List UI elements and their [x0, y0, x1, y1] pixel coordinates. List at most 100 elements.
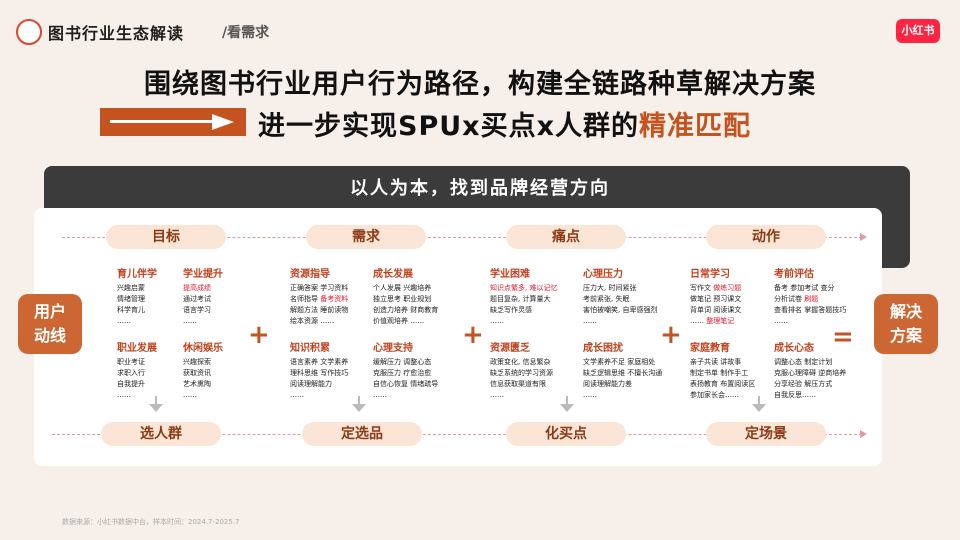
stage-goal: 目标	[106, 225, 226, 249]
header-ring-icon	[16, 19, 42, 45]
group-title: 心理压力	[583, 269, 623, 280]
stage-scene: 定场景	[706, 422, 826, 446]
group-title: 知识积累	[290, 343, 330, 354]
group-line: 写作文 做练习题	[690, 284, 742, 292]
group-line: ……	[373, 391, 387, 399]
group-line: 表扬教育 布置阅读区	[690, 380, 756, 388]
group-line: 阅读理解能力	[290, 380, 332, 388]
group-line: 克服压力 疗愈治愈	[373, 369, 432, 377]
group-line: 独立思考 职业规划	[373, 295, 432, 303]
group-resource-guide: 资源指导正确答案 学习资料名师指导 备考资料解题方法 睡前读物绘本资源 ……	[290, 268, 348, 327]
group-exam-eval: 考前评估备考 参加考试 查分分析试卷 刷题查看排名 掌握答题技巧……	[774, 268, 846, 327]
arrow-banner-icon	[100, 108, 246, 136]
group-line: 缺乏写作灵感	[490, 306, 532, 314]
group-line: 分享经验 解压方式	[774, 380, 833, 388]
group-parenting: 育儿伴学兴趣启蒙情绪管理科学育儿……	[117, 268, 157, 327]
group-resource-lack: 资源匮乏政策变化, 信息繁杂缺乏系统的学习资源信息获取渠道有限 ……	[490, 342, 553, 401]
top-flow-arrow-icon	[860, 233, 867, 241]
group-line: ……	[583, 317, 597, 325]
group-leisure: 休闲娱乐兴趣探索获取资讯艺术熏陶……	[183, 342, 223, 401]
group-line: 查看排名 掌握答题技巧	[774, 306, 847, 314]
group-title: 家庭教育	[690, 343, 730, 354]
group-title: 成长发展	[373, 269, 413, 280]
group-line: 创造力培养 财商教育	[373, 306, 439, 314]
group-line: ……	[117, 391, 131, 399]
group-line: 理科思维 写作技巧	[290, 369, 349, 377]
group-line: ……	[183, 391, 197, 399]
equals-icon: =	[832, 322, 854, 352]
group-line: ……	[774, 317, 788, 325]
group-line: 名师指导 备考资料	[290, 295, 349, 303]
group-line: 缓解压力 调整心态	[373, 358, 432, 366]
group-line: 信息获取渠道有限	[490, 380, 546, 388]
bottom-flow-arrow-icon	[860, 430, 867, 438]
group-line: 背单词 阅读课文	[690, 306, 742, 314]
group-line: ……	[583, 391, 597, 399]
panel-title: 以人为本，找到品牌经营方向	[350, 178, 610, 199]
down-arrow-icon	[352, 396, 366, 412]
plus-icon-2: +	[462, 320, 484, 350]
group-line: 语言素养 文学素养	[290, 358, 349, 366]
group-line: 提高成绩	[183, 284, 211, 292]
group-line: 个人发展 兴趣培养	[373, 284, 432, 292]
stage-select-product: 定选品	[302, 422, 422, 446]
group-line: 压力大, 时间紧张	[583, 284, 637, 292]
group-line: ……	[183, 317, 197, 325]
group-line: 知识点繁多, 难以记忆	[490, 284, 558, 292]
group-line: …… 整理笔记	[690, 317, 735, 325]
header-subtitle: /看需求	[222, 25, 270, 41]
stage-select-crowd: 选人群	[101, 422, 221, 446]
group-family-edu: 家庭教育亲子共读 讲故事制定书单 制作手工表扬教育 布置阅读区参加家长会……	[690, 342, 755, 401]
plus-icon-1: +	[248, 320, 270, 350]
bottom-flow-line	[52, 434, 862, 435]
group-line: 缺乏逻辑思维 不擅长沟通	[583, 369, 663, 377]
group-line: 害怕被嘲笑, 自卑感强烈	[583, 306, 658, 314]
group-line: 题目复杂, 计算量大	[490, 295, 551, 303]
group-title: 考前评估	[774, 269, 814, 280]
group-line: 价值观培养 ……	[373, 317, 425, 325]
group-line: ……	[117, 317, 131, 325]
headline-line2-highlight: 精准匹配	[639, 111, 751, 142]
group-line: 正确答案 学习资料	[290, 284, 349, 292]
group-title: 资源指导	[290, 269, 330, 280]
group-growth-trouble: 成长困扰文学素养不足 家庭相处缺乏逻辑思维 不擅长沟通阅读理解能力差……	[583, 342, 662, 401]
group-title: 资源匮乏	[490, 343, 530, 354]
group-line: ……	[490, 391, 504, 399]
plus-icon-3: +	[660, 320, 682, 350]
group-line: 解题方法 睡前读物	[290, 306, 349, 314]
group-line: 文学素养不足 家庭相处	[583, 358, 656, 366]
group-line: 亲子共读 讲故事	[690, 358, 742, 366]
group-line: ……	[290, 391, 304, 399]
group-line: 自我反思……	[774, 391, 816, 399]
group-line: 做笔记 预习课文	[690, 295, 742, 303]
group-line: 科学育儿	[117, 306, 145, 314]
group-growth-mindset: 成长心态调整心态 制定计划克服心理障碍 逆商培养分享经验 解压方式自我反思……	[774, 342, 846, 401]
group-title: 休闲娱乐	[183, 343, 223, 354]
user-flow-label: 用户动线	[18, 294, 82, 354]
group-line: 自信心恢复 情绪疏导	[373, 380, 439, 388]
group-line: 兴趣探索	[183, 358, 211, 366]
group-line: 克服心理障碍 逆商培养	[774, 369, 847, 377]
group-title: 学业提升	[183, 269, 223, 280]
stage-need: 需求	[306, 225, 426, 249]
group-line: 政策变化, 信息繁杂	[490, 358, 551, 366]
group-line: 获取资讯	[183, 369, 211, 377]
headline-line2: 进一步实现SPUx买点x人群的精准匹配	[258, 104, 751, 143]
stage-buying-point: 化买点	[506, 422, 626, 446]
group-line: 备考 参加考试 查分	[774, 284, 835, 292]
group-line: 绘本资源 ……	[290, 317, 335, 325]
group-line: 语言学习	[183, 306, 211, 314]
group-career: 职业发展职业考证求职入行自我提升……	[117, 342, 157, 401]
top-flow-line	[62, 237, 862, 238]
group-line: 阅读理解能力差	[583, 380, 632, 388]
headline-line1: 围绕图书行业用户行为路径，构建全链路种草解决方案	[144, 69, 816, 100]
group-line: 考前紧张, 失眠	[583, 295, 630, 303]
group-study-difficulty: 学业困难知识点繁多, 难以记忆题目复杂, 计算量大缺乏写作灵感……	[490, 268, 557, 327]
group-title: 职业发展	[117, 343, 157, 354]
group-knowledge: 知识积累语言素养 文学素养理科思维 写作技巧阅读理解能力 ……	[290, 342, 348, 401]
group-line: 制定书单 制作手工	[690, 369, 749, 377]
group-mental-pressure: 心理压力压力大, 时间紧张考前紧张, 失眠害怕被嘲笑, 自卑感强烈 ……	[583, 268, 657, 327]
down-arrow-icon	[560, 396, 574, 412]
group-line: 求职入行	[117, 369, 145, 377]
group-line: 缺乏系统的学习资源	[490, 369, 553, 377]
